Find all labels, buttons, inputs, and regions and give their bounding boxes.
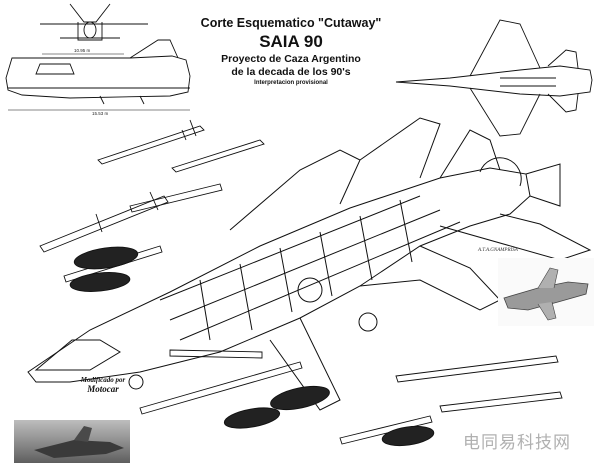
front-view-aircraft-icon xyxy=(40,3,148,41)
missile-icon xyxy=(139,361,303,415)
credit-author: Motocar xyxy=(87,384,119,394)
watermark: 电同易科技网 xyxy=(463,433,571,453)
missile-icon xyxy=(129,183,223,213)
missile-icon xyxy=(439,391,563,413)
photo-aircraft-icon xyxy=(34,426,124,458)
missile-icon xyxy=(339,415,433,445)
cutaway-aircraft-icon xyxy=(27,117,592,411)
model-aircraft-icon xyxy=(503,267,589,321)
side-view-aircraft-icon xyxy=(5,39,191,105)
aircraft-model-photo xyxy=(498,258,594,326)
title-block: Corte Esquematico "Cutaway" SAIA 90 Proy… xyxy=(196,16,386,86)
bomb-icon xyxy=(69,246,435,447)
missile-icon xyxy=(171,139,265,173)
aircraft-photo xyxy=(14,420,130,463)
length-dimension-label: 15.53 m xyxy=(92,111,109,116)
missile-icon xyxy=(395,355,559,383)
project-subtitle: Proyecto de Caza Argentino xyxy=(221,53,361,65)
missile-icon xyxy=(169,349,263,359)
poster-title: Corte Esquematico "Cutaway" xyxy=(200,16,382,30)
credit-block: Modificado por Motocar xyxy=(68,376,138,394)
aircraft-name: SAIA 90 xyxy=(259,32,323,51)
missile-icon xyxy=(39,191,169,253)
missile-icon xyxy=(97,119,205,165)
plan-view-aircraft-icon xyxy=(395,19,593,137)
decade-subtitle: de la decada de los 90's xyxy=(231,66,351,78)
artist-signature: A.T.A.GNAMPRISA xyxy=(478,248,518,253)
credit-label: Modificado por xyxy=(80,376,126,384)
span-dimension-label: 10.95 m xyxy=(74,48,91,53)
interpretation-note: Interpretacion provisional xyxy=(254,80,328,86)
